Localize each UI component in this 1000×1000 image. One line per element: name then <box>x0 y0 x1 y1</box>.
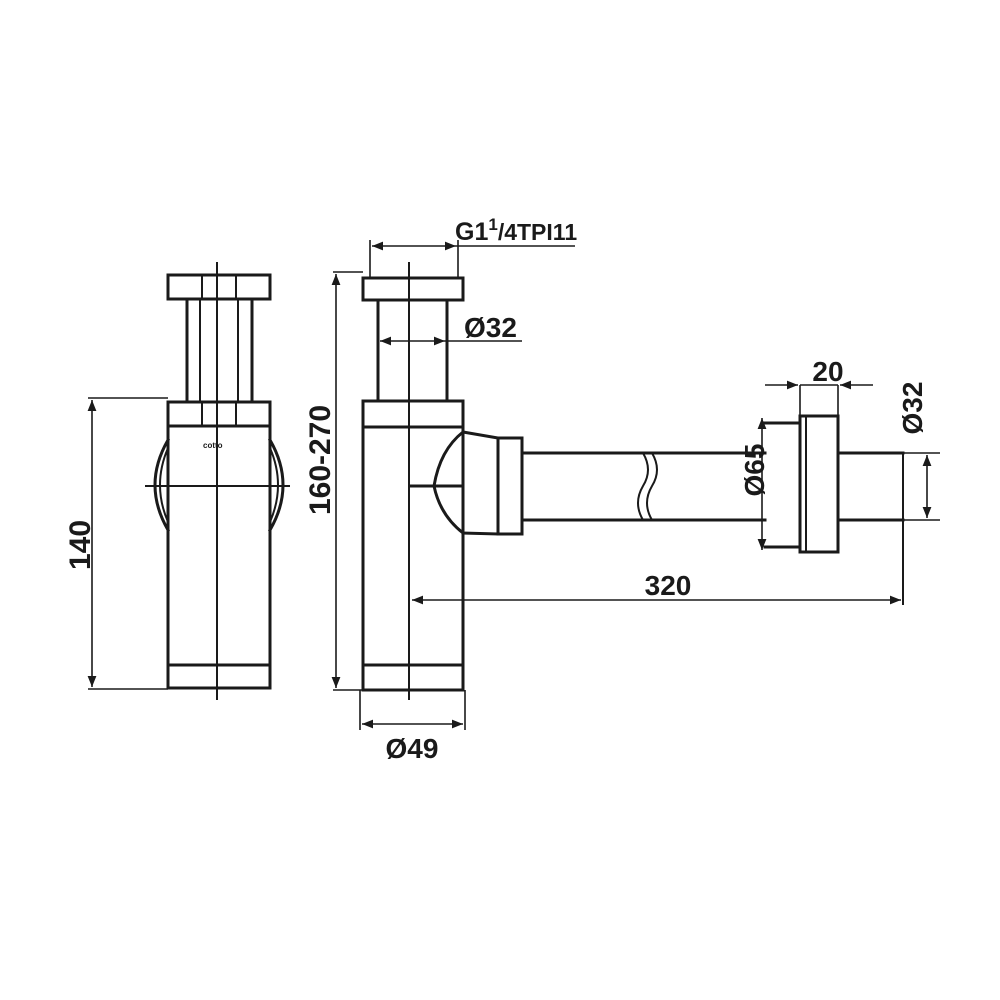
flange-width-label: 20 <box>812 356 843 387</box>
dim-flange-width: 20 <box>765 356 873 416</box>
side-height-label: 140 <box>64 520 97 570</box>
pipe-break-2 <box>646 452 658 521</box>
body-diameter-label: Ø49 <box>386 733 439 764</box>
front-nut <box>361 399 465 429</box>
dim-flange-diameter: Ø65 <box>739 418 770 550</box>
thread-label: G11/4TPI11 <box>455 215 577 246</box>
dim-thread: G11/4TPI11 <box>369 215 577 278</box>
wall-flange <box>798 414 840 554</box>
front-top-cap <box>361 276 465 302</box>
dim-inlet-diameter: Ø32 <box>380 312 522 346</box>
pipe-break-1 <box>637 452 649 521</box>
outlet-diameter-label: Ø32 <box>897 382 928 435</box>
front-elbow <box>432 429 466 536</box>
dim-adjustable-height: 160-270 <box>304 271 363 691</box>
horizontal-length-label: 320 <box>645 570 692 601</box>
side-view: cotto <box>145 262 290 700</box>
adjustable-height-label: 160-270 <box>304 405 337 515</box>
dim-side-height: 140 <box>64 397 168 690</box>
brand-mark: cotto <box>203 441 223 450</box>
dim-outlet-diameter: Ø32 <box>897 382 940 521</box>
side-nut <box>166 400 272 428</box>
dim-horizontal-length: 320 <box>412 570 901 605</box>
outlet-sleeve <box>496 436 524 536</box>
side-top-cap <box>166 273 272 301</box>
dim-body-diameter: Ø49 <box>359 690 466 764</box>
side-body <box>166 424 272 690</box>
front-view <box>361 262 905 700</box>
inlet-diameter-label: Ø32 <box>464 312 517 343</box>
flange-diameter-label: Ø65 <box>739 444 770 497</box>
